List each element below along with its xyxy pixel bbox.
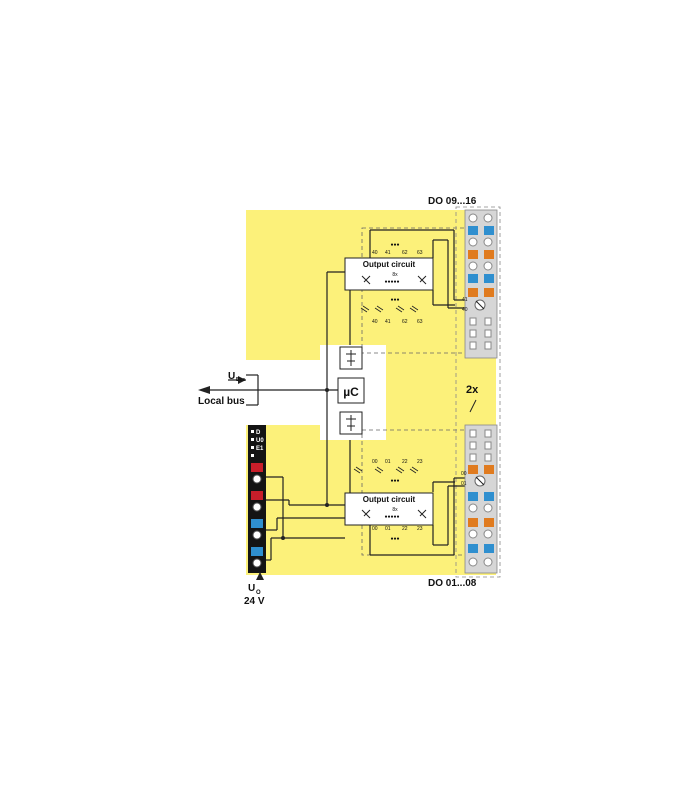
svg-text:23: 23 bbox=[417, 526, 423, 532]
svg-text:63: 63 bbox=[417, 250, 423, 256]
bottom-connector-label: DO 01...08 bbox=[428, 578, 477, 589]
connector-top bbox=[464, 209, 498, 359]
svg-text:62: 62 bbox=[402, 319, 408, 325]
output-circuit-bottom-count: 8x bbox=[392, 507, 398, 513]
svg-text:●●●: ●●● bbox=[390, 297, 399, 303]
status-leds: D U0 E1 bbox=[251, 430, 264, 457]
svg-text:22: 22 bbox=[402, 526, 408, 532]
svg-text:●●●: ●●● bbox=[390, 478, 399, 484]
svg-text:01: 01 bbox=[385, 459, 391, 465]
svg-text:D: D bbox=[256, 430, 261, 436]
svg-text:E1: E1 bbox=[256, 446, 264, 452]
connector-bottom-pin-b: 01 bbox=[461, 481, 467, 487]
svg-text:22: 22 bbox=[402, 459, 408, 465]
supply-u-sub: O bbox=[256, 590, 261, 596]
connector-bottom-pin-a: 00 bbox=[461, 471, 467, 477]
connector-bottom bbox=[464, 424, 498, 574]
output-circuit-bottom-title: Output circuit bbox=[363, 495, 416, 504]
svg-text:40: 40 bbox=[372, 319, 378, 325]
bottom-terminal-labels-below: 00 01 22 23 ●●● bbox=[372, 526, 423, 542]
svg-text:●●●: ●●● bbox=[390, 242, 399, 248]
top-connector-label: DO 09...16 bbox=[428, 196, 477, 207]
bus-u-label: U bbox=[228, 371, 235, 382]
supply-arrow bbox=[256, 572, 264, 580]
multiplier-label: 2x bbox=[466, 384, 479, 396]
supply-voltage-label: 24 V bbox=[244, 596, 265, 607]
supply-u-label: U bbox=[248, 583, 255, 594]
svg-text:41: 41 bbox=[385, 319, 391, 325]
svg-text:40: 40 bbox=[372, 250, 378, 256]
svg-text:U0: U0 bbox=[256, 438, 264, 444]
svg-text:00: 00 bbox=[372, 526, 378, 532]
bus-u-sub: Bus bbox=[236, 377, 246, 383]
top-terminal-labels-below: 40 41 62 63 ●●● bbox=[372, 297, 423, 325]
svg-text:●●●: ●●● bbox=[390, 536, 399, 542]
connector-top-pin-a: 41 bbox=[462, 297, 468, 303]
bus-arrow-left bbox=[198, 386, 210, 394]
bottom-led-symbols bbox=[353, 466, 419, 474]
connector-top-pin-b: 40 bbox=[462, 307, 468, 313]
microcontroller-label: µC bbox=[343, 385, 359, 399]
bus-arrow-right bbox=[238, 376, 246, 384]
output-circuit-bottom bbox=[344, 492, 434, 526]
output-circuit-top-count: 8x bbox=[392, 272, 398, 278]
output-circuit-top-dots: ●●●●● bbox=[384, 279, 399, 285]
bottom-terminal-labels-above: 00 01 22 23 ●●● bbox=[372, 459, 423, 484]
supply-terminals bbox=[251, 463, 263, 568]
top-terminal-labels-above: 40 41 62 63 ●●● bbox=[372, 242, 423, 256]
local-bus-label: Local bus bbox=[198, 396, 245, 407]
svg-text:62: 62 bbox=[402, 250, 408, 256]
top-led-symbols bbox=[360, 305, 419, 313]
connector-dashed-frame bbox=[455, 206, 501, 578]
output-circuit-bottom-dots: ●●●●● bbox=[384, 514, 399, 520]
svg-text:01: 01 bbox=[385, 526, 391, 532]
output-circuit-top-title: Output circuit bbox=[363, 260, 416, 269]
output-circuit-top bbox=[344, 257, 434, 291]
microcontroller bbox=[337, 377, 365, 404]
svg-text:00: 00 bbox=[372, 459, 378, 465]
svg-text:63: 63 bbox=[417, 319, 423, 325]
svg-text:23: 23 bbox=[417, 459, 423, 465]
svg-text:41: 41 bbox=[385, 250, 391, 256]
